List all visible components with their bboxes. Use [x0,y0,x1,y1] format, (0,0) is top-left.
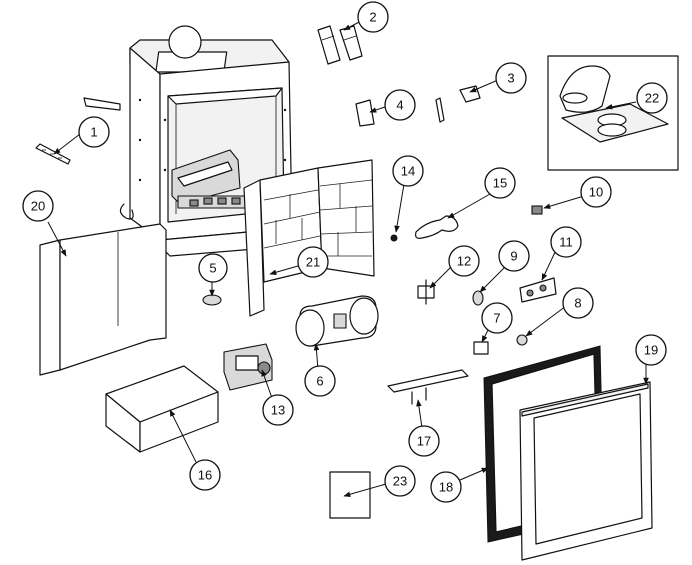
part-23-sheet [329,471,371,519]
part-20-left-panel [39,223,167,376]
callout-21: 21 [297,246,329,278]
svg-text:11: 11 [559,235,573,250]
svg-text:22: 22 [645,91,659,106]
part-4-bracket [355,99,375,127]
callout-20: 20 [22,190,54,222]
callout-19: 19 [635,334,667,366]
part-13-gas-valve [223,343,273,391]
callout-22: 22 [636,82,668,114]
part-11-control-plate [519,277,557,303]
callout-15: 15 [484,167,516,199]
callout-14: 14 [392,155,424,187]
callout-9: 9 [498,240,530,272]
svg-text:8: 8 [574,296,581,311]
callout-11: 11 [550,226,582,258]
part-3-rod [435,97,445,123]
svg-text:4: 4 [396,98,403,113]
part-7-receptacle [473,341,489,355]
part-5-fitting [202,294,222,306]
svg-text:15: 15 [493,176,507,191]
part-8-grommet [516,334,528,346]
callout-8: 8 [562,287,594,319]
part-9-knob [472,290,484,306]
part-15-hose [415,215,459,239]
svg-text:20: 20 [31,199,45,214]
callout-5: 5 [198,253,228,283]
callout-10: 10 [580,176,612,208]
callout-23: 23 [384,465,416,497]
part-16-box [105,365,219,453]
callout-18: 18 [430,471,462,503]
callout-1: 1 [78,116,110,148]
trim-piece [83,97,121,111]
part-22-vent-assembly [547,55,679,171]
callout-3: 3 [495,62,527,94]
part-21-brick-liner [243,159,375,317]
callout-2: 2 [357,1,389,33]
callout-13: 13 [262,394,294,426]
svg-text:1: 1 [90,125,97,140]
part-6-blower [295,295,379,347]
svg-text:19: 19 [644,343,658,358]
part-3-bracket [459,85,481,103]
svg-text:23: 23 [393,474,407,489]
svg-text:12: 12 [457,254,471,269]
part-19-door-frame [519,381,653,561]
part-2-clips [317,25,363,65]
callout-12: 12 [448,245,480,277]
svg-text:17: 17 [417,434,431,449]
svg-text:5: 5 [209,261,216,276]
callout-6: 6 [304,365,336,397]
svg-text:13: 13 [271,403,285,418]
svg-text:6: 6 [316,374,323,389]
svg-text:2: 2 [369,10,376,25]
svg-text:14: 14 [401,164,415,179]
svg-text:10: 10 [589,185,603,200]
callout-4: 4 [384,89,416,121]
part-10-switch [531,205,543,215]
part-14-screw [390,234,398,242]
part-12-igniter [417,279,435,305]
svg-text:7: 7 [493,311,500,326]
callout-17: 17 [408,425,440,457]
callout-7: 7 [481,302,513,334]
svg-text:18: 18 [439,480,453,495]
svg-text:16: 16 [198,468,212,483]
svg-text:3: 3 [507,71,514,86]
callout-16: 16 [189,459,221,491]
svg-text:21: 21 [306,255,320,270]
leader-lines [47,19,649,497]
svg-text:9: 9 [510,249,517,264]
part-1-bracket [35,143,71,165]
part-17-bracket [387,369,469,405]
